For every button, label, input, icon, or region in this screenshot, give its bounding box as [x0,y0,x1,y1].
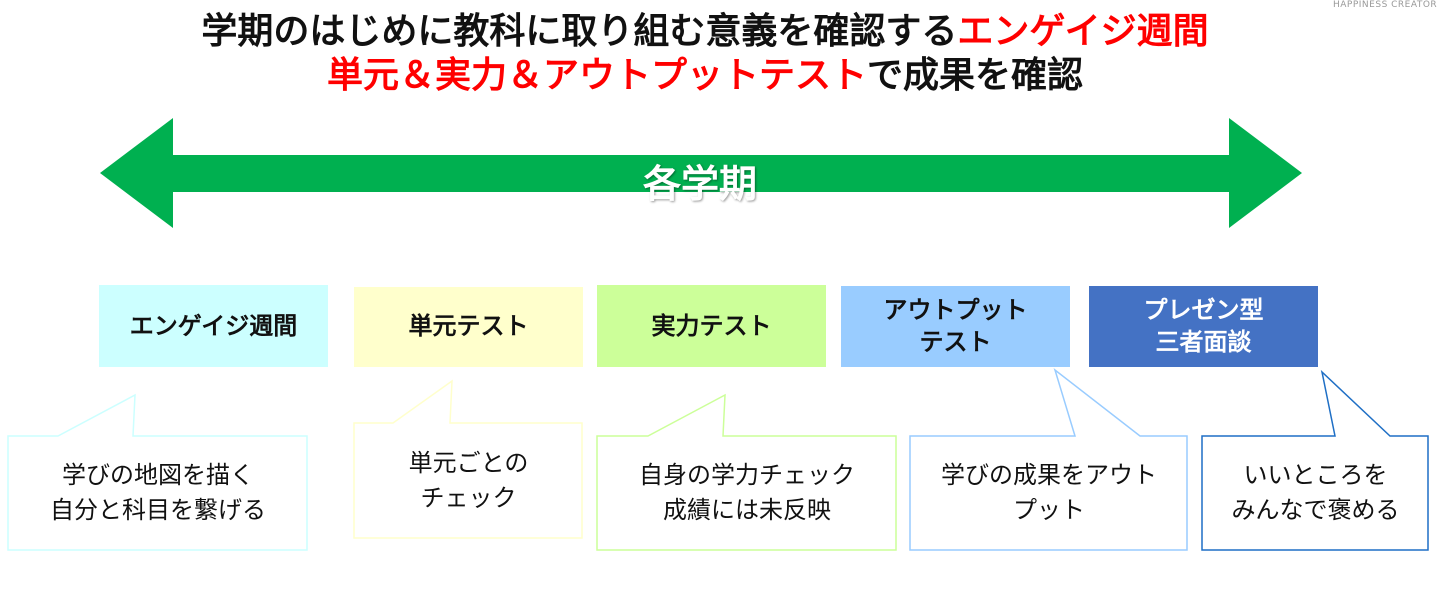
stage-box [841,286,1070,367]
stage-ability-test: 実力テスト [651,311,772,340]
callout-text: 単元ごとの チェック [408,448,529,512]
callout-bubble [353,379,583,539]
callout-text: 学びの地図を描く 自分と科目を繋げる [50,461,266,524]
callout-bubble [7,393,308,551]
logo: HAPPINESS CREATOR [1333,0,1438,10]
title-line-1: 学期のはじめに教科に取り組む意義を確認するエンゲイジ週間 [0,2,1410,54]
stage-box [1089,286,1318,367]
stage-unit-test: 単元テスト [408,311,529,340]
title-text: 学期のはじめに教科に取り組む意義を確認する [201,11,958,52]
double-arrow [100,118,1302,228]
stage-presentation-meeting: プレゼン型 三者面談 [1143,296,1264,356]
callout-bubble [909,367,1188,551]
callout-text: 自身の学力チェック 成績には未反映 [639,461,855,524]
stage-box [597,285,826,367]
stage-engage-week: エンゲイジ週間 [129,311,298,340]
title-line-2: 単元＆実力＆アウトプットテストで成果を確認 [0,46,1410,98]
title-highlight: 単元＆実力＆アウトプットテスト [326,55,867,96]
stage-box [354,287,583,367]
title-text: で成果を確認 [867,55,1084,96]
callout-bubble [596,393,897,551]
title-highlight: エンゲイジ週間 [957,11,1209,52]
stage-box [99,285,328,367]
callout-text: 学びの成果をアウト プット [941,461,1157,524]
callout-bubble [1201,369,1429,551]
arrow-label: 各学期 [642,162,757,206]
stage-output-test: アウトプット テスト [883,296,1028,356]
callout-text: いいところを みんなで褒める [1231,461,1400,524]
